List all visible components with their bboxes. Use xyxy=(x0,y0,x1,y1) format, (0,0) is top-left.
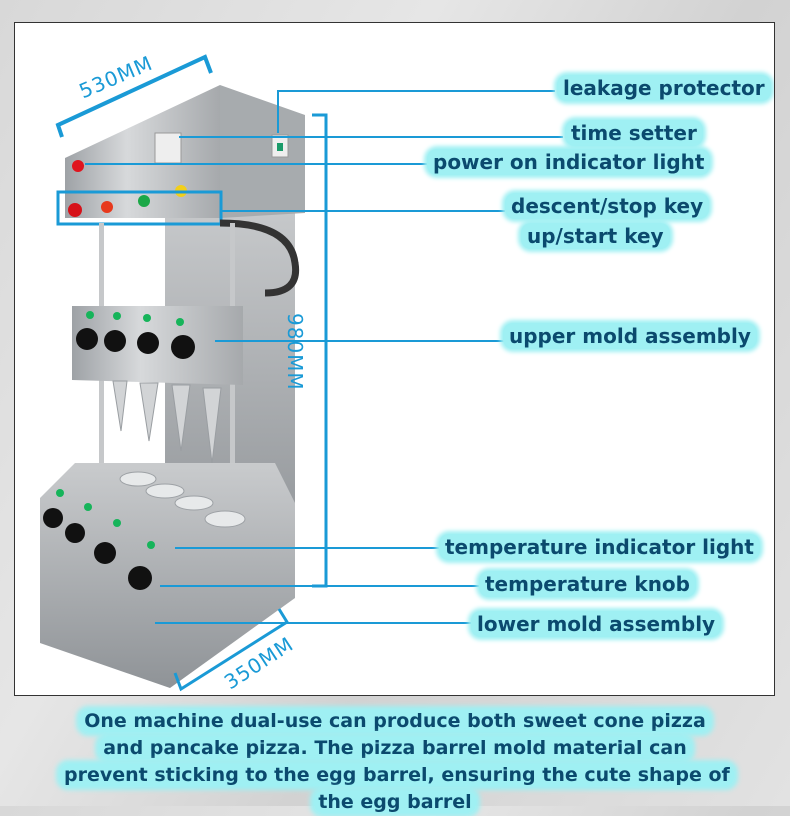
machine-illustration xyxy=(40,54,563,692)
callout-temperature-knob: temperature knob xyxy=(479,571,696,597)
caption-text: One machine dual-use can produce both sw… xyxy=(60,710,734,813)
callout-leakage-protector: leakage protector xyxy=(557,75,771,101)
callout-temperature-indicator-light: temperature indicator light xyxy=(439,534,760,560)
callout-up-start-key: up/start key xyxy=(521,223,670,249)
dimension-height: 980MM xyxy=(283,313,307,391)
callout-power-on-indicator-light: power on indicator light xyxy=(427,149,711,175)
callout-upper-mold-assembly: upper mold assembly xyxy=(503,323,757,349)
caption: One machine dual-use can produce both sw… xyxy=(60,708,734,816)
callout-descent-stop-key: descent/stop key xyxy=(505,193,710,219)
callout-time-setter: time setter xyxy=(565,120,703,146)
diagram-frame: 530MM 980MM 350MM leakage protector time… xyxy=(14,22,775,696)
callout-lower-mold-assembly: lower mold assembly xyxy=(471,611,722,637)
